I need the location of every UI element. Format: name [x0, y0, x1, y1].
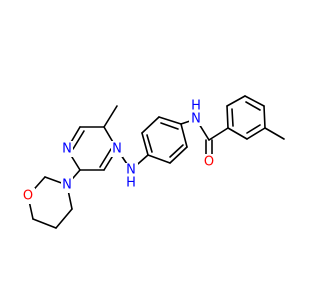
bond	[141, 116, 160, 134]
pyrimidine-nitrogen-top: N	[111, 141, 123, 157]
atom-label: O	[23, 189, 33, 204]
atom-label: H	[191, 99, 201, 114]
atom-label: H	[126, 176, 136, 191]
pyrimidine-nitrogen-left: N	[61, 141, 73, 157]
bond	[32, 218, 57, 229]
bond	[264, 127, 285, 140]
bond	[147, 154, 171, 164]
bond	[245, 101, 261, 111]
bond	[246, 127, 266, 140]
bond	[208, 127, 229, 141]
bond-layer	[27, 95, 285, 229]
bond	[72, 130, 85, 150]
bond	[99, 148, 112, 168]
bond	[160, 122, 179, 130]
molecule-diagram: N N N H N H O N O	[22, 95, 285, 229]
atom-label: N	[112, 142, 122, 157]
morpholine-nitrogen: N	[61, 177, 73, 193]
amine-nitrogen: N H	[124, 163, 138, 191]
bond	[103, 105, 118, 128]
atom-label-layer: N N N H N H O N O	[22, 99, 216, 204]
bond	[158, 116, 182, 125]
bond	[169, 146, 188, 164]
bond	[226, 95, 246, 107]
morpholine-oxygen: O	[22, 188, 35, 204]
bond	[141, 132, 149, 156]
bond	[169, 144, 184, 158]
atom-label: N	[62, 178, 72, 193]
bond	[180, 123, 188, 148]
bond	[55, 208, 73, 229]
bond	[227, 127, 248, 140]
atom-label: O	[204, 155, 214, 170]
bond	[263, 105, 266, 129]
atom-label: N	[126, 163, 136, 178]
structure-drawing: N N N H N H O N O	[22, 95, 285, 229]
bond	[231, 108, 234, 127]
bond	[246, 124, 261, 134]
atom-label: N	[191, 112, 201, 127]
amide-oxygen: O	[202, 154, 216, 170]
amide-nitrogen: N H	[189, 99, 203, 127]
bond	[244, 95, 265, 107]
bond	[226, 105, 229, 129]
bond	[146, 134, 153, 153]
atom-label: N	[62, 142, 72, 157]
